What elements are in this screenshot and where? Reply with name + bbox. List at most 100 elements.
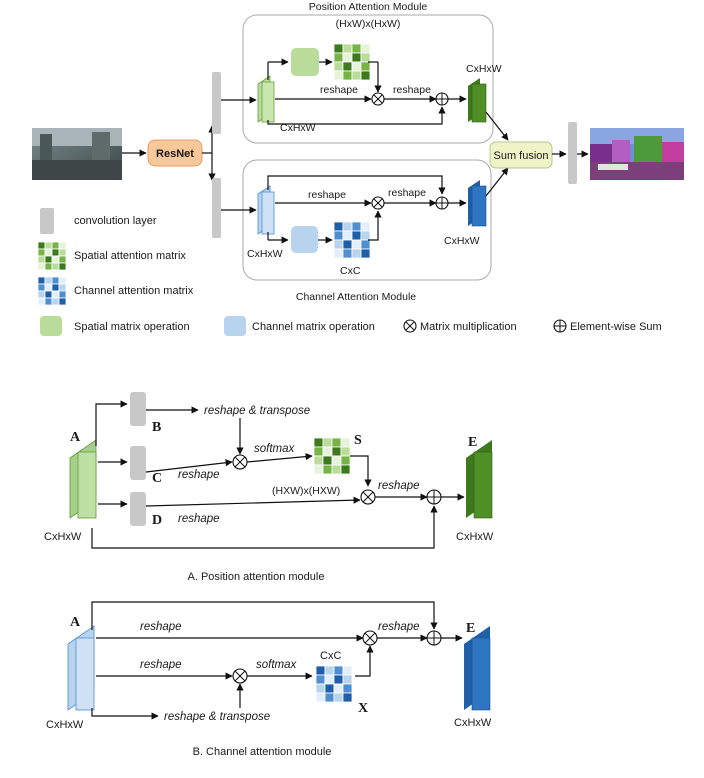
matrix-cell [333, 230, 344, 241]
ch-label-A: A [70, 615, 81, 630]
ch-matrix-dim-2: CxC [320, 650, 341, 662]
ch-reshape-1: reshape [308, 189, 346, 201]
matrix-cell [360, 43, 371, 54]
matrix-cell [37, 241, 46, 250]
conv-layer-final [568, 122, 577, 184]
matrix-cell [44, 255, 53, 264]
pos-reshape-2: reshape [393, 84, 431, 96]
ch-in-dim: CxHxW [46, 719, 84, 731]
matrix-cell [331, 455, 342, 466]
pos-label-B: B [152, 420, 161, 435]
matrix-cell [51, 283, 60, 292]
matrix-cell [37, 283, 46, 292]
matrix-cell [360, 70, 371, 81]
matrix-cell [44, 248, 53, 257]
matrix-cell [51, 276, 60, 285]
ch-matmul-symbol [371, 196, 385, 210]
ch-reshape-out: reshape [378, 621, 420, 633]
matrix-cell [51, 297, 60, 306]
matrix-cell [342, 52, 353, 63]
pos-feature-A [69, 439, 97, 519]
matrix-cell [51, 262, 60, 271]
matrix-cell [333, 239, 344, 250]
ch-label-X: X [358, 701, 368, 716]
arrow-ch-skip [91, 601, 438, 630]
matrix-cell [37, 262, 46, 271]
matrix-cell [37, 248, 46, 257]
ch-feature-block [257, 185, 275, 235]
pos-reshape-transpose: reshape & transpose [204, 405, 310, 417]
matrix-cell [44, 262, 53, 271]
legend-spatial-label: Spatial attention matrix [74, 250, 186, 262]
pos-reshape-d: reshape [178, 513, 220, 525]
matrix-cell [324, 683, 335, 694]
matrix-cell [351, 52, 362, 63]
matrix-cell [340, 437, 351, 448]
legend-sum-label: Element-wise Sum [570, 321, 662, 333]
pos-matmul-symbol [371, 92, 385, 106]
legend-channel-op-label: Channel matrix operation [252, 321, 375, 333]
arrow-ch-matrix-up [368, 210, 382, 241]
matrix-cell [58, 241, 67, 250]
matrix-cell [333, 52, 344, 63]
matrix-cell [342, 230, 353, 241]
matrix-cell [342, 61, 353, 72]
arrow-ch-to-sum [485, 167, 509, 197]
matrix-cell [324, 665, 335, 676]
pos-label-S: S [354, 433, 362, 448]
ch-output-E [464, 626, 491, 711]
ch-out-block [468, 180, 487, 227]
pos-label-E: E [468, 435, 477, 450]
matrix-cell [322, 446, 333, 457]
matrix-cell [58, 255, 67, 264]
matrix-cell [351, 221, 362, 232]
matrix-cell [58, 262, 67, 271]
matrix-cell [44, 241, 53, 250]
ch-out-dim: CxHxW [444, 235, 480, 247]
pos-matmul-2 [360, 489, 376, 505]
channel-op-square [291, 226, 318, 253]
matrix-cell [51, 290, 60, 299]
ch-sum-symbol [435, 196, 449, 210]
matrix-cell [351, 248, 362, 259]
arrow-X-up-to-mul [355, 645, 374, 677]
channel-matrix-top [333, 221, 371, 259]
arrow-ch-residual [267, 175, 446, 195]
matrix-cell [351, 43, 362, 54]
matrix-cell [342, 43, 353, 54]
matrix-cell [360, 221, 371, 232]
legend-spatial-op-swatch [40, 316, 62, 336]
sum-fusion-label: Sum fusion [493, 150, 548, 162]
ch-sum [426, 630, 442, 646]
matrix-cell [51, 255, 60, 264]
sum-fusion-box [489, 141, 553, 169]
matrix-cell [315, 692, 326, 703]
matrix-cell [340, 464, 351, 475]
pos-reshape-1: reshape [320, 84, 358, 96]
pos-attention-matrix-S [313, 437, 351, 475]
matrix-cell [58, 248, 67, 257]
arrow-A-to-B [95, 400, 128, 446]
legend-channel-op-swatch [224, 316, 246, 336]
matrix-cell [360, 230, 371, 241]
pos-label-D: D [152, 513, 162, 528]
output-segmentation-image [590, 128, 684, 180]
pos-sum [426, 489, 442, 505]
pos-in-dim: CxHxW [44, 531, 82, 543]
legend-channel-swatch [37, 276, 67, 306]
pos-sum-symbol [435, 92, 449, 106]
matrix-cell [44, 297, 53, 306]
matrix-cell [37, 297, 46, 306]
matrix-cell [313, 446, 324, 457]
matrix-cell [340, 455, 351, 466]
legend-matmul-label: Matrix multiplication [420, 321, 517, 333]
matrix-cell [342, 221, 353, 232]
matrix-cell [37, 276, 46, 285]
legend-conv-swatch [40, 208, 54, 234]
arrow-pos-residual [267, 106, 446, 125]
ch-caption: B. Channel attention module [193, 746, 332, 758]
matrix-cell [37, 290, 46, 299]
matrix-cell [51, 248, 60, 257]
